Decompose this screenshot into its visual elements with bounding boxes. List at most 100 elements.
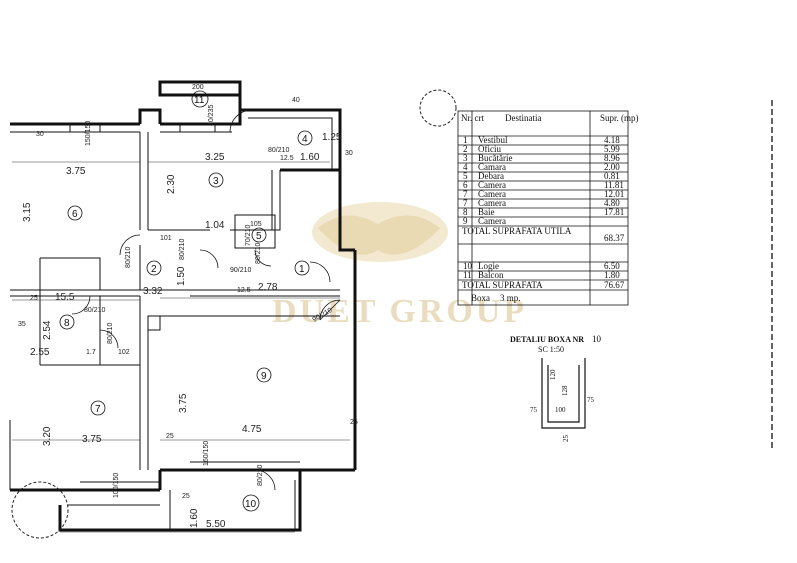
door-label-7: 80/210 (107, 322, 114, 344)
table-row: 11 Balcon 1.80 (463, 270, 620, 280)
box-label: Boxa (471, 293, 490, 303)
detail-dim-width: 100 (555, 406, 566, 414)
row-name: Balcon (478, 270, 504, 280)
table-row: 5 Debara 0.81 (463, 171, 620, 181)
row-nr: 6 (463, 180, 468, 190)
wall-label-35: 35 (18, 321, 26, 328)
detail-dim-left: 75 (530, 406, 538, 414)
row-name: Camera (478, 198, 506, 208)
room-number-9: 9 (261, 371, 267, 382)
wall-label-30b: 30 (345, 150, 353, 157)
row-nr: 3 (463, 153, 468, 163)
door-label-2: 90/210 (230, 267, 252, 274)
dim-11-width: 200 (192, 84, 204, 91)
row-area: 1.80 (604, 270, 620, 280)
dim-8-height: 2.54 (42, 320, 53, 340)
watermark: DUET GROUP (272, 202, 527, 330)
row-name: Vestibul (478, 135, 508, 145)
room-number-8: 8 (64, 318, 70, 329)
door-label-10: 80/210 (257, 464, 264, 486)
row-nr: 7 (463, 198, 468, 208)
row-nr: 1 (463, 135, 468, 145)
dim-7-height: 3.20 (42, 426, 53, 446)
row-area: 4.80 (604, 198, 620, 208)
room-number-10: 10 (245, 499, 257, 510)
room-number-1: 1 (299, 264, 305, 275)
room-number-7: 7 (95, 404, 101, 415)
wall-label-102: 102 (118, 349, 130, 356)
row-name: Bucătărie (478, 153, 512, 163)
row-nr: 9 (463, 216, 468, 226)
window-label-6: 150/150 (85, 121, 92, 146)
dim-3-width: 3.25 (205, 152, 225, 163)
table-row: 1 Vestibul 4.18 (463, 135, 620, 145)
wall-label-25d: 25 (182, 493, 190, 500)
area-table: Nr. crt Destinatia Supr. (mp) 1 Vestibul… (457, 110, 639, 306)
door-label-6: 80/210 (125, 246, 132, 268)
table-row: 8 Baie 17.81 (463, 207, 624, 217)
table-row: 2 Oficiu 5.99 (463, 144, 620, 154)
dimension-texts: 3.75 3.25 1.60 1.25 2.30 3.15 1.04 1.50 … (22, 84, 342, 530)
table-header-suprafata: Supr. (mp) (600, 113, 639, 123)
dim-4-height: 1.25 (322, 132, 342, 143)
total-label: TOTAL SUPRAFATA (462, 280, 543, 290)
table-row: 9 Camera (463, 216, 506, 226)
wall-label-30a: 30 (36, 131, 44, 138)
wall-label-125a: 12.5 (280, 155, 294, 162)
box-value: 3 mp. (500, 293, 521, 303)
detail-number: 10 (592, 334, 602, 344)
row-nr: 5 (463, 171, 468, 181)
detail-dim-bottom: 25 (562, 435, 570, 443)
row-name: Debara (478, 171, 504, 181)
plan-inner-walls (9, 117, 340, 530)
dim-2-width: 3.32 (143, 286, 163, 297)
room-number-2: 2 (151, 264, 157, 275)
table-header-nr: Nr. crt (461, 113, 484, 123)
door-swings (71, 109, 341, 491)
dim-hall-width: 1.04 (205, 220, 225, 231)
detail-dim-right: 75 (587, 396, 595, 404)
wall-label-25b: 25 (166, 433, 174, 440)
table-row: 4 Camara 2.00 (463, 162, 620, 172)
row-name: Camera (478, 180, 506, 190)
wall-label-25a: 25 (30, 295, 38, 302)
wall-label-25c: 25 (350, 419, 358, 426)
wall-label-125b: 12.5 (237, 287, 251, 294)
dim-10-width: 5.50 (206, 519, 226, 530)
row-area: 11.81 (604, 180, 624, 190)
row-nr: 4 (463, 162, 468, 172)
window-label-9: 160/150 (203, 441, 210, 466)
room-labels: 1 2 3 4 5 6 7 8 9 10 11 (59, 90, 313, 512)
dimension-lines (12, 161, 350, 533)
dim-4-width: 1.60 (300, 152, 320, 163)
door-label-5b: 70/210 (245, 224, 252, 246)
row-nr: 10 (463, 261, 473, 271)
dim-3-height: 2.30 (166, 174, 177, 194)
total-utila-label: TOTAL SUPRAFATA UTILA (462, 226, 572, 236)
door-label-11: 80/235 (208, 104, 215, 126)
row-nr: 2 (463, 144, 468, 154)
row-name: Baie (478, 207, 495, 217)
room-number-4: 4 (302, 134, 308, 145)
dim-8-width: 2.55 (30, 347, 50, 358)
dim-6-height: 3.15 (22, 202, 33, 222)
row-area: 2.00 (604, 162, 620, 172)
detail-dim-door: 120 (549, 369, 557, 380)
row-name: Oficiu (478, 144, 501, 154)
watermark-text: DUET GROUP (272, 293, 527, 330)
row-name: Camera (478, 216, 506, 226)
total-utila-value: 68.37 (604, 233, 625, 243)
row-nr: 8 (463, 207, 468, 217)
door-label-5: 80/210 (255, 242, 262, 264)
dim-10-height: 1.60 (189, 508, 200, 528)
row-area: 17.81 (604, 207, 624, 217)
row-area: 6.50 (604, 261, 620, 271)
wall-label-105: 105 (250, 221, 262, 228)
door-label-8: 80/210 (84, 307, 106, 314)
row-name: Camera (478, 189, 506, 199)
door-label-3: 80/210 (179, 238, 186, 260)
dim-2-height: 1.50 (176, 266, 187, 286)
room-number-5: 5 (256, 231, 262, 242)
wall-label-101: 101 (160, 235, 172, 242)
